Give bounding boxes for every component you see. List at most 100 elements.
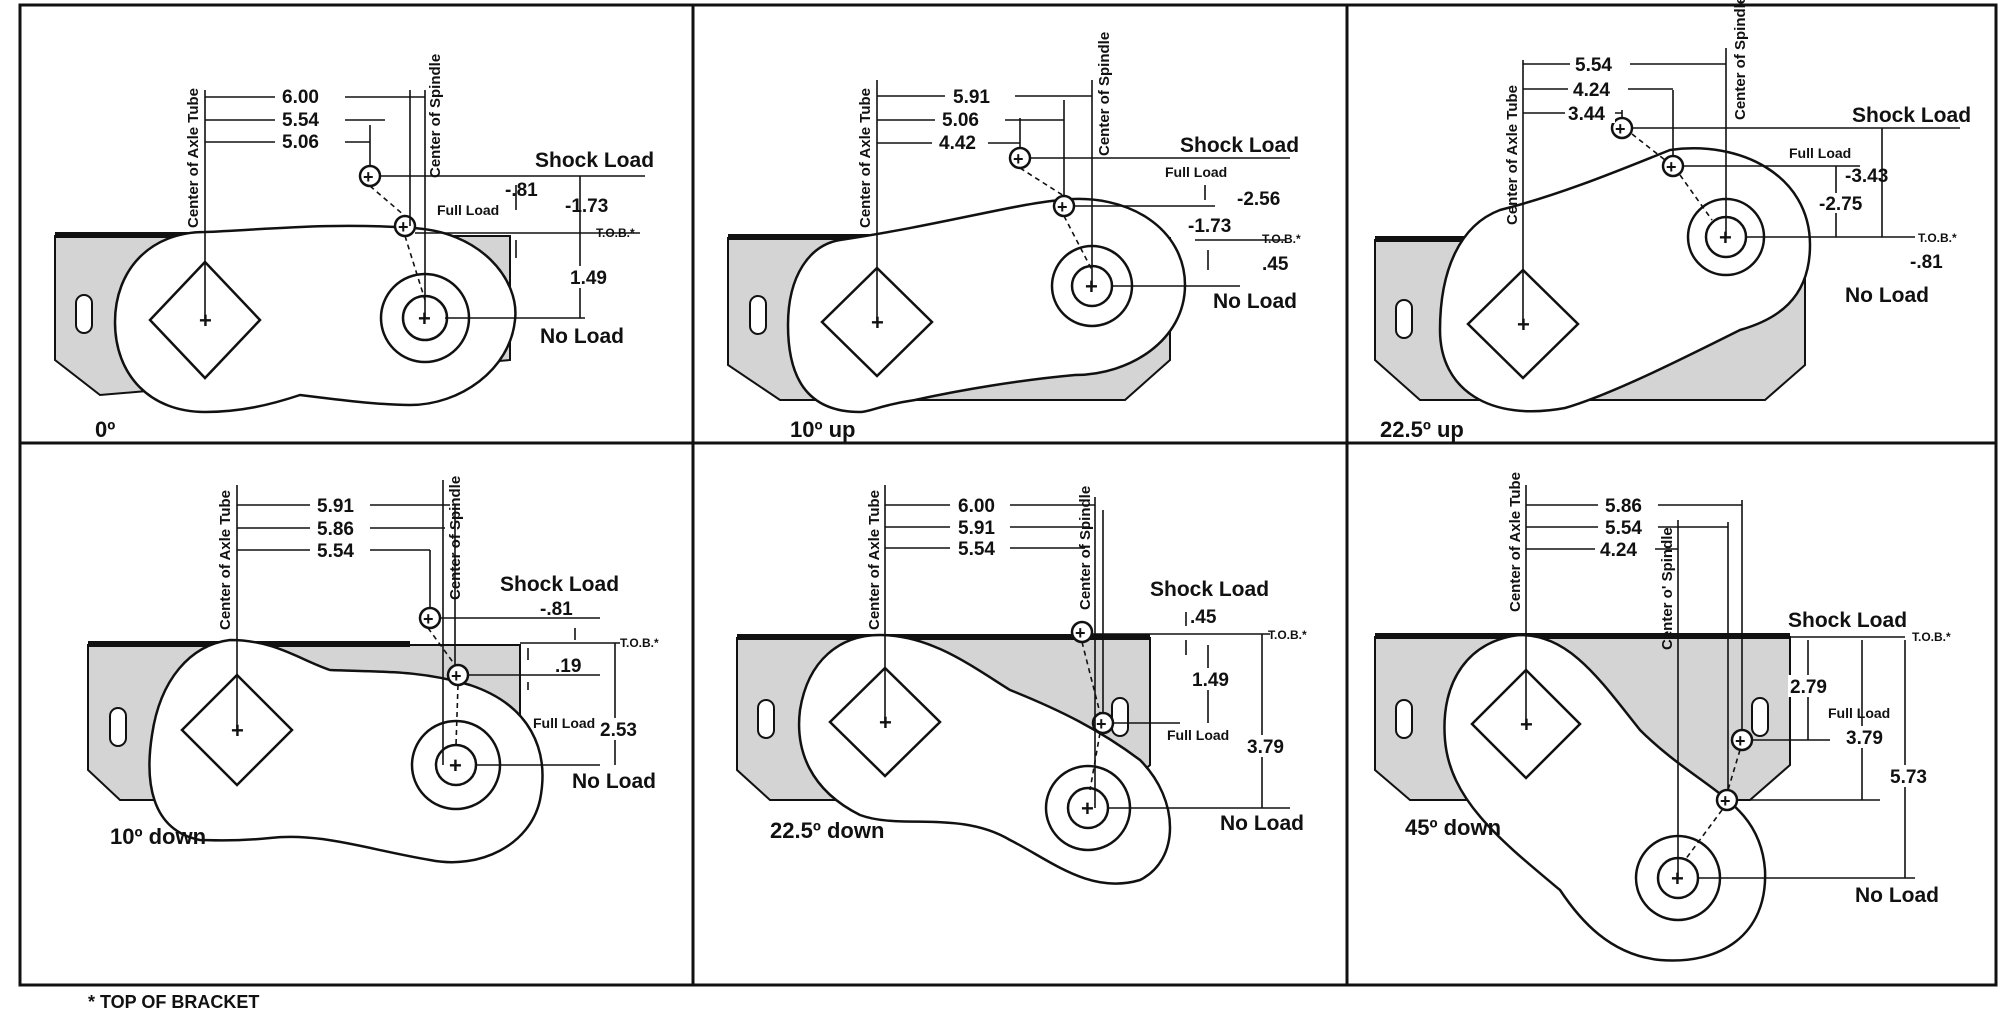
label-full-load: Full Load	[1165, 164, 1227, 180]
dim-v-3: 5.73	[1890, 767, 1927, 788]
dim-v-2: -1.73	[1188, 216, 1231, 237]
dim-v-2: -2.75	[1819, 194, 1863, 215]
dim-h-1: 5.86	[1605, 496, 1642, 517]
svg-text:+: +	[879, 710, 892, 735]
svg-text:+: +	[418, 306, 431, 331]
label-tob: T.O.B.*	[1912, 630, 1951, 644]
dim-v-2: 3.79	[1846, 728, 1883, 749]
grid-frame	[18, 3, 1998, 987]
dim-v-1: 2.79	[1790, 677, 1827, 698]
svg-text:+: +	[1096, 714, 1107, 734]
label-spindle-center: Center of Spindle	[1732, 0, 1749, 120]
dim-v-2: 1.49	[1192, 670, 1229, 691]
dim-h-3: 4.42	[939, 133, 976, 154]
svg-text:+: +	[1719, 225, 1732, 250]
label-shock-load: Shock Load	[535, 149, 654, 172]
dim-v-2: -1.73	[565, 196, 608, 217]
label-axle-center: Center of Axle Tube	[185, 88, 202, 228]
svg-text:+: +	[1666, 157, 1677, 177]
label-tob: T.O.B.*	[596, 226, 635, 240]
label-full-load: Full Load	[1167, 727, 1229, 743]
dim-v-3: 2.53	[600, 720, 637, 741]
svg-text:+: +	[423, 609, 434, 629]
panel-45-degrees-down: + + + + 5.86 5.54 4.24 2.79 3.79 5.73 Ce…	[1374, 472, 1951, 962]
angle-label: 10º down	[110, 824, 206, 849]
label-no-load: No Load	[540, 325, 624, 348]
dim-h-1: 6.00	[958, 496, 995, 517]
panel-10-degrees-down: + + + + 5.91 5.86 5.54 -.81 .19 2.53 Cen…	[87, 476, 659, 864]
angle-label: 45º down	[1405, 815, 1501, 840]
label-no-load: No Load	[1220, 812, 1304, 835]
dim-v-1: -.81	[505, 180, 538, 201]
label-tob: T.O.B.*	[620, 636, 659, 650]
label-axle-center: Center of Axle Tube	[217, 490, 234, 630]
dim-v-1: .45	[1190, 607, 1217, 628]
label-shock-load: Shock Load	[1788, 609, 1907, 632]
angle-label: 0º	[95, 417, 115, 442]
label-full-load: Full Load	[437, 202, 499, 218]
svg-text:+: +	[398, 217, 409, 237]
svg-text:+: +	[1671, 866, 1684, 891]
dim-h-1: 5.91	[317, 496, 354, 517]
svg-text:+: +	[1517, 312, 1530, 337]
svg-text:+: +	[1013, 149, 1024, 169]
label-spindle-center: Center of Spindle	[1096, 32, 1113, 156]
panel-22-5-degrees-up: + + + + 5.54 4.24 3.44 -3.43 -2.75 -.81 …	[1374, 0, 1971, 442]
angle-label: 10º up	[790, 417, 856, 442]
label-full-load: Full Load	[1789, 145, 1851, 161]
label-shock-load: Shock Load	[1150, 578, 1269, 601]
svg-text:+: +	[1735, 731, 1746, 751]
label-full-load: Full Load	[1828, 705, 1890, 721]
panel-10-degrees-up: + + + + 5.91 5.06 4.42 -2.56 -1.73 .45 C…	[727, 32, 1301, 442]
dim-h-2: 5.86	[317, 519, 354, 540]
label-axle-center: Center of Axle Tube	[857, 88, 874, 228]
svg-text:+: +	[199, 308, 212, 333]
svg-text:+: +	[451, 666, 462, 686]
dim-h-2: 4.24	[1573, 80, 1610, 101]
label-tob: T.O.B.*	[1262, 232, 1301, 246]
label-shock-load: Shock Load	[500, 573, 619, 596]
svg-text:+: +	[1085, 274, 1098, 299]
dim-h-1: 6.00	[282, 87, 319, 108]
dim-h-1: 5.91	[953, 87, 990, 108]
label-spindle-center: Center of Spindle	[427, 54, 444, 178]
dim-h-1: 5.54	[1575, 55, 1612, 76]
dim-h-3: 5.54	[317, 541, 354, 562]
label-tob: T.O.B.*	[1268, 628, 1307, 642]
label-no-load: No Load	[1213, 290, 1297, 313]
svg-text:+: +	[231, 718, 244, 743]
dim-h-3: 4.24	[1600, 540, 1637, 561]
dim-v-3: .45	[1262, 254, 1289, 275]
svg-text:+: +	[449, 753, 462, 778]
dim-h-2: 5.06	[942, 110, 979, 131]
label-axle-center: Center of Axle Tube	[866, 490, 883, 630]
label-shock-load: Shock Load	[1180, 134, 1299, 157]
label-no-load: No Load	[1845, 284, 1929, 307]
label-no-load: No Load	[572, 770, 656, 793]
dim-h-3: 5.06	[282, 132, 319, 153]
angle-label: 22.5º up	[1380, 417, 1464, 442]
footnote: * TOP OF BRACKET	[88, 992, 259, 1012]
dim-h-2: 5.54	[282, 110, 319, 131]
label-tob: T.O.B.*	[1918, 231, 1957, 245]
dim-v-1: -.81	[540, 599, 573, 620]
dim-v-1: -3.43	[1845, 166, 1888, 187]
label-spindle-center: Center o' Spindle	[1659, 527, 1676, 650]
panel-22-5-degrees-down: + + + + 6.00 5.91 5.54 .45 1.49 3.79 Cen…	[736, 485, 1307, 885]
dim-h-3: 5.54	[958, 539, 995, 560]
label-no-load: No Load	[1855, 884, 1939, 907]
svg-text:+: +	[1081, 796, 1094, 821]
label-shock-load: Shock Load	[1852, 104, 1971, 127]
svg-text:+: +	[871, 310, 884, 335]
dim-h-2: 5.91	[958, 518, 995, 539]
panel-0-degrees: + + + + 6.00 5.54 5.06 -.81 -1.73 1.49 C…	[54, 54, 654, 442]
label-axle-center: Center of Axle Tube	[1507, 472, 1524, 612]
dim-v-3: -.81	[1910, 252, 1943, 273]
dim-v-2: .19	[555, 656, 581, 677]
label-spindle-center: Center of Spindle	[1077, 486, 1094, 610]
svg-text:+: +	[1520, 712, 1533, 737]
svg-text:+: +	[1057, 197, 1068, 217]
angle-label: 22.5º down	[770, 818, 884, 843]
dim-v-1: -2.56	[1237, 189, 1280, 210]
